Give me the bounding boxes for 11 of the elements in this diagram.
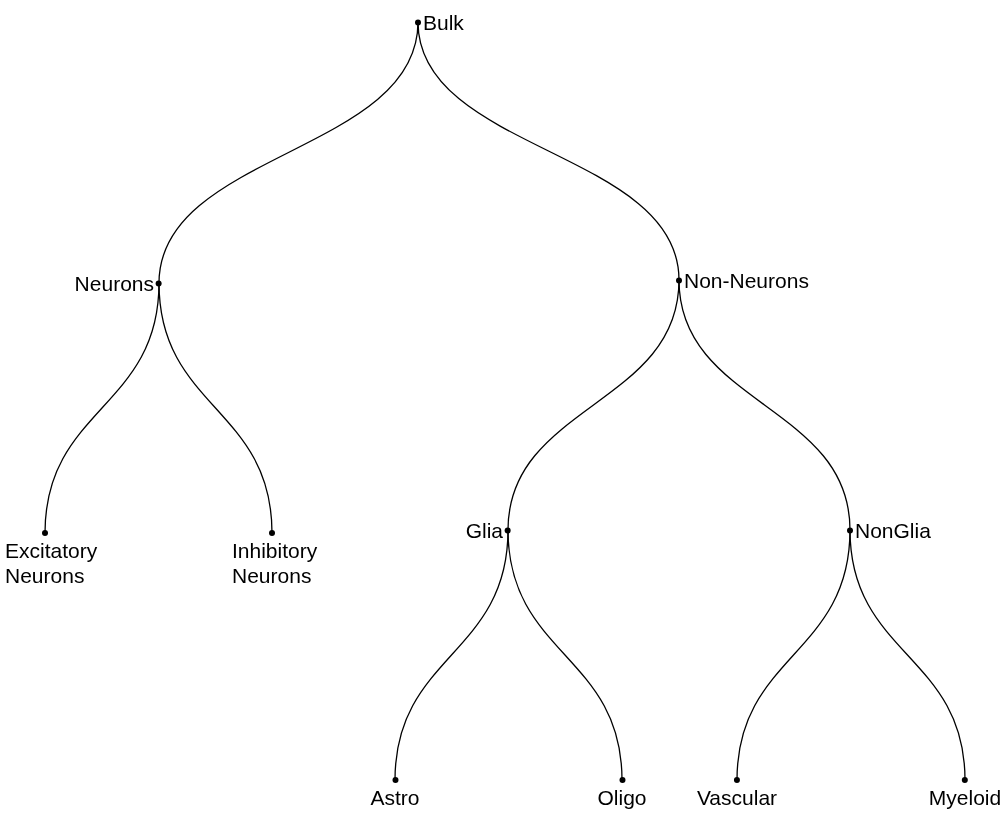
node-label: Non-Neurons xyxy=(684,267,809,293)
node-label: Neurons xyxy=(74,270,154,296)
node-label: Oligo xyxy=(597,785,647,810)
node-label: Vascular xyxy=(696,785,778,810)
node-label: Excitatory Neurons xyxy=(5,538,99,588)
node-label: Bulk xyxy=(423,9,464,35)
node-label: Inhibitory Neurons xyxy=(232,538,319,588)
node-label: Glia xyxy=(465,517,503,543)
node-label: Astro xyxy=(370,785,420,810)
node-label: Myeloid xyxy=(928,785,1002,810)
node-label: NonGlia xyxy=(855,517,931,543)
